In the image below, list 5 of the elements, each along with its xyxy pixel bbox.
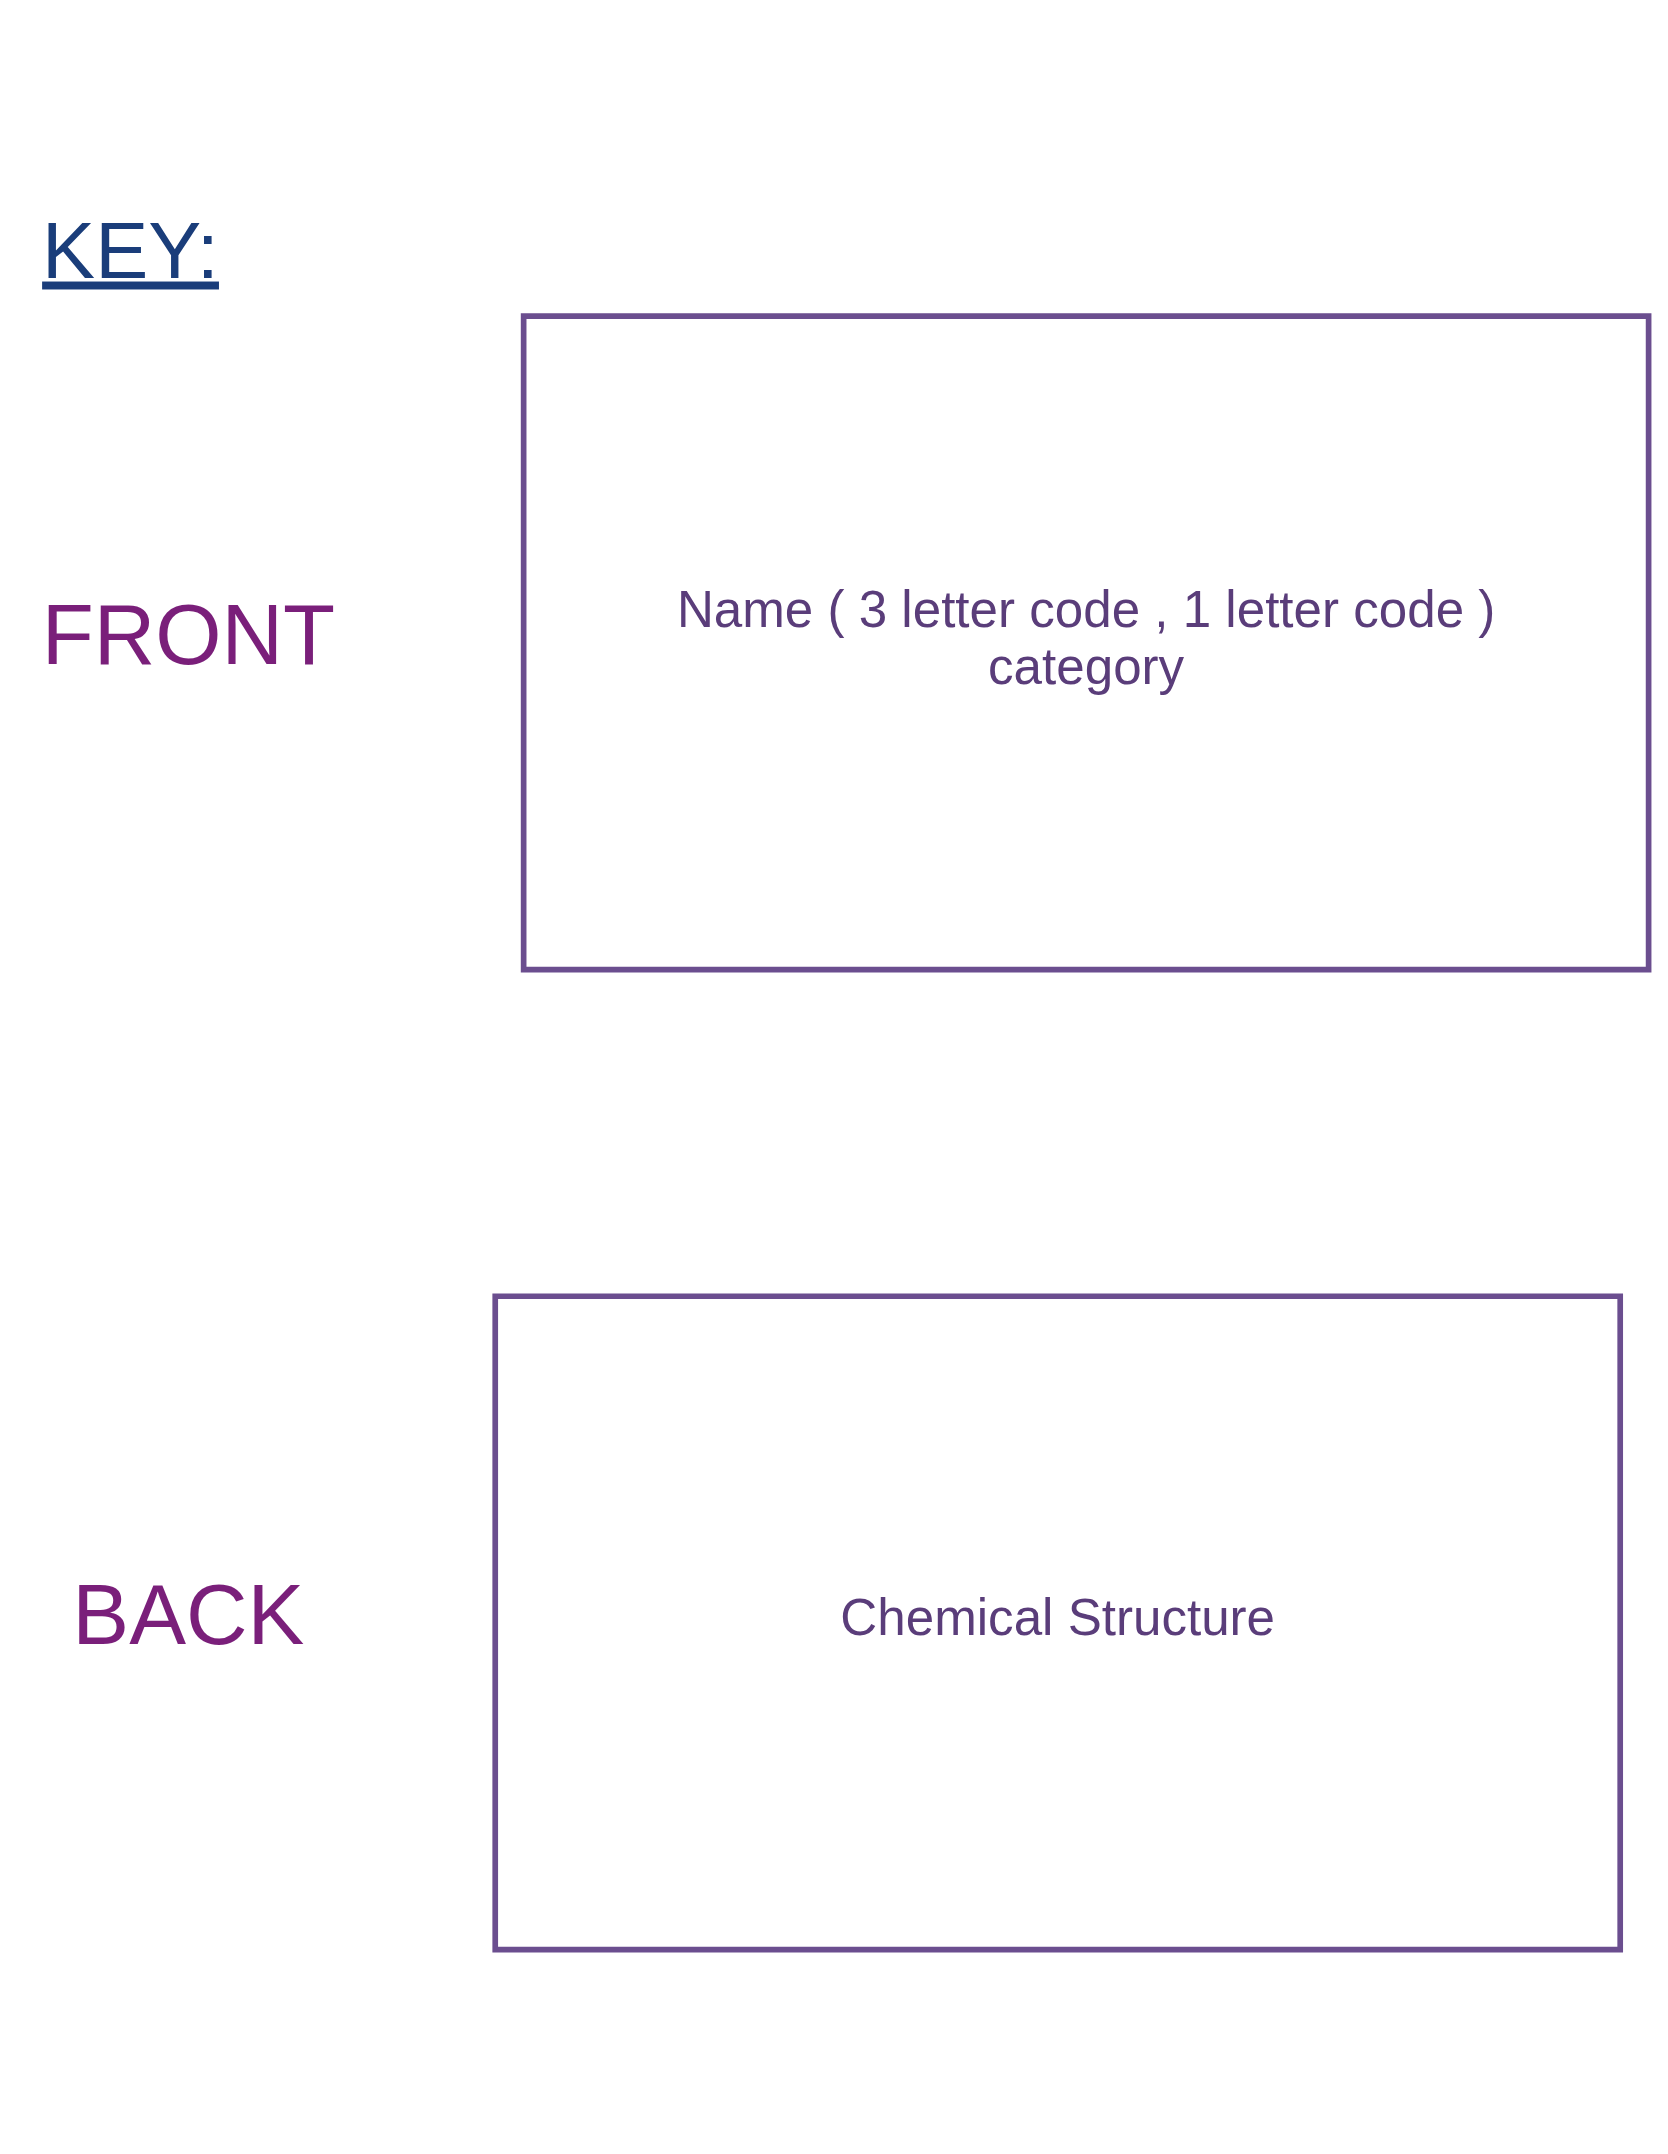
diagram-title: KEY:: [42, 205, 219, 295]
node-label: BACK: [72, 1566, 305, 1662]
node-box: Chemical Structure: [492, 1292, 1624, 1952]
node-label: FRONT: [41, 586, 336, 682]
node-box: Name ( 3 letter code , 1 letter code ) category: [520, 312, 1652, 972]
